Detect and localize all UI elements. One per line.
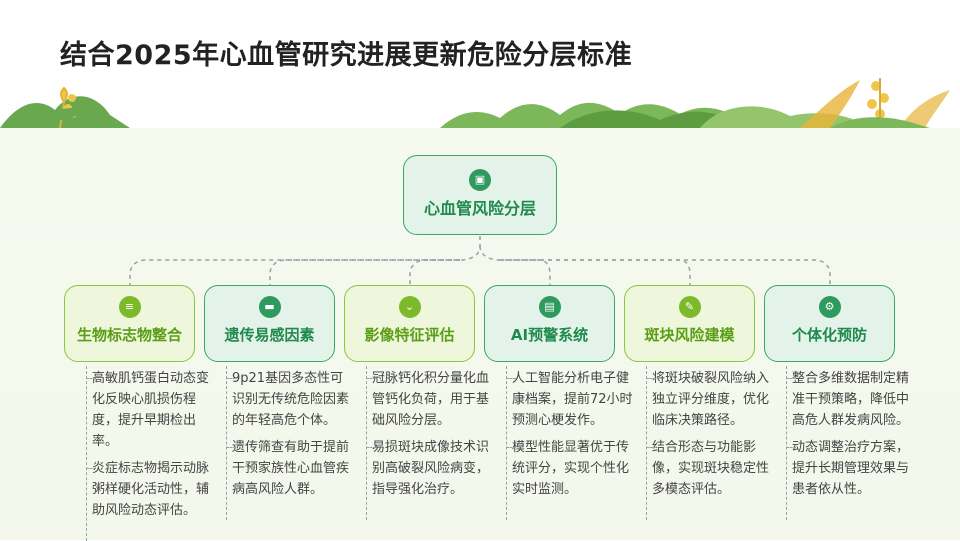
bullet-list-plaque-model: 将斑块破裂风险纳入独立评分维度，优化临床决策路径。 结合形态与功能影像，实现斑块… (646, 362, 774, 520)
root-node: ▣ 心血管风险分层 (403, 155, 557, 235)
page-title: 结合2025年心血管研究进展更新危险分层标准 (60, 40, 633, 71)
category-personalized: ⚙ 个体化预防 (764, 285, 895, 362)
bullet-list-imaging: 冠脉钙化积分量化血管钙化负荷，用于基础风险分层。 易损斑块成像技术识别高破裂风险… (366, 362, 494, 520)
category-imaging: ⌄ 影像特征评估 (344, 285, 475, 362)
category-genetics: ▬ 遗传易感因素 (204, 285, 335, 362)
inbox-icon: ▣ (469, 169, 491, 191)
list-item: 9p21基因多态性可识别无传统危险因素的年轻高危个体。 (226, 368, 354, 431)
list-item: 整合多维数据制定精准干预策略，降低中高危人群发病风险。 (786, 368, 914, 431)
list-item: 炎症标志物揭示动脉粥样硬化活动性，辅助风险动态评估。 (86, 458, 214, 521)
category-label: 个体化预防 (791, 326, 867, 344)
grass-banner-decoration (0, 78, 950, 129)
bullet-list-personalized: 整合多维数据制定精准干预策略，降低中高危人群发病风险。 动态调整治疗方案，提升长… (786, 362, 914, 520)
category-label: 影像特征评估 (364, 326, 455, 344)
list-item: 遗传筛查有助于提前干预家族性心血管疾病高风险人群。 (226, 437, 354, 500)
list-item: 高敏肌钙蛋白动态变化反映心肌损伤程度，提升早期检出率。 (86, 368, 214, 452)
bullet-list-biomarkers: 高敏肌钙蛋白动态变化反映心肌损伤程度，提升早期检出率。 炎症标志物揭示动脉粥样硬… (86, 362, 214, 541)
bullet-list-ai-warning: 人工智能分析电子健康档案，提前72小时预测心梗发作。 模型性能显著优于传统评分，… (506, 362, 634, 520)
chevron-down-icon: ⌄ (398, 296, 421, 318)
document-icon: ▤ (538, 296, 561, 318)
list-item: 冠脉钙化积分量化血管钙化负荷，用于基础风险分层。 (366, 368, 494, 431)
clipboard-icon: ✎ (678, 296, 701, 318)
list-item: 人工智能分析电子健康档案，提前72小时预测心梗发作。 (506, 368, 634, 431)
category-plaque-model: ✎ 斑块风险建模 (624, 285, 755, 362)
category-label: 斑块风险建模 (644, 326, 735, 344)
gear-icon: ⚙ (818, 296, 841, 318)
root-label: 心血管风险分层 (423, 199, 536, 218)
list-item: 动态调整治疗方案，提升长期管理效果与患者依从性。 (786, 437, 914, 500)
database-icon: ≡ (118, 296, 141, 318)
list-item: 结合形态与功能影像，实现斑块稳定性多模态评估。 (646, 437, 774, 500)
list-item: 模型性能显著优于传统评分，实现个性化实时监测。 (506, 437, 634, 500)
category-label: AI预警系统 (510, 326, 589, 344)
category-ai-warning: ▤ AI预警系统 (484, 285, 615, 362)
category-biomarkers: ≡ 生物标志物整合 (64, 285, 195, 362)
list-item: 将斑块破裂风险纳入独立评分维度，优化临床决策路径。 (646, 368, 774, 431)
category-label: 生物标志物整合 (76, 326, 182, 344)
category-label: 遗传易感因素 (224, 326, 315, 344)
list-item: 易损斑块成像技术识别高破裂风险病变，指导强化治疗。 (366, 437, 494, 500)
car-icon: ▬ (258, 296, 281, 318)
bullet-list-genetics: 9p21基因多态性可识别无传统危险因素的年轻高危个体。 遗传筛查有助于提前干预家… (226, 362, 354, 520)
